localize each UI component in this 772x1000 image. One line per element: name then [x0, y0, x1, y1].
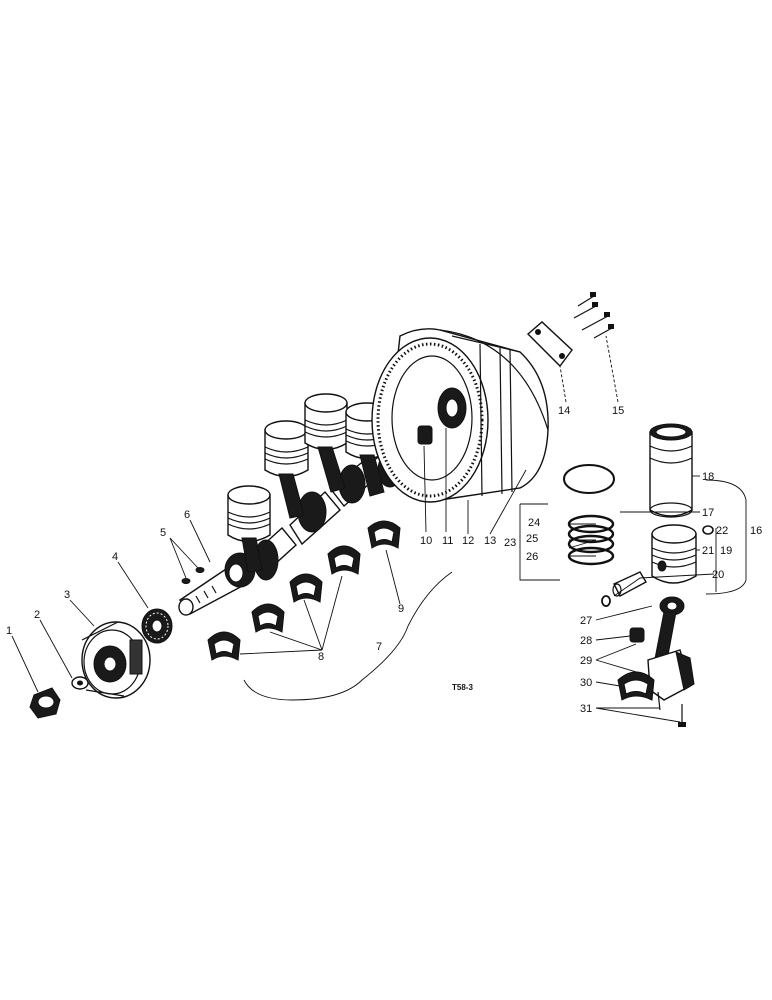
piston	[651, 524, 697, 584]
callout-17: 17	[702, 507, 714, 519]
piston-assembly-3	[304, 393, 348, 493]
callout-5: 5	[160, 527, 166, 539]
callout-15: 15	[612, 405, 624, 417]
connecting-rod	[647, 596, 695, 701]
callout-9: 9	[398, 603, 404, 615]
callout-22: 22	[716, 525, 728, 537]
callout-7: 7	[376, 641, 382, 653]
callout-21: 21	[702, 545, 714, 557]
callout-16: 16	[750, 525, 762, 537]
timing-gear	[141, 608, 173, 644]
flywheel	[371, 328, 549, 503]
callout-23: 23	[504, 537, 516, 549]
callout-19: 19	[720, 545, 732, 557]
piston-pin	[612, 571, 647, 597]
callout-2: 2	[34, 609, 40, 621]
callout-8: 8	[318, 651, 324, 663]
bearing-shell-1	[207, 631, 241, 661]
callout-3: 3	[64, 589, 70, 601]
callout-27: 27	[580, 615, 592, 627]
flywheel-bolts	[573, 292, 614, 339]
figure-code: T58-3	[452, 683, 473, 692]
callout-30: 30	[580, 677, 592, 689]
gasket-plate	[526, 321, 573, 368]
callout-24: 24	[528, 517, 540, 529]
callout-29: 29	[580, 655, 592, 667]
callout-6: 6	[184, 509, 190, 521]
connecting-rod-bolts	[657, 691, 686, 727]
callout-14: 14	[558, 405, 570, 417]
callout-20: 20	[712, 569, 724, 581]
callout-26: 26	[526, 551, 538, 563]
callout-28: 28	[580, 635, 592, 647]
callout-11: 11	[442, 535, 453, 547]
piston-assembly-1	[227, 485, 271, 573]
callout-13: 13	[484, 535, 496, 547]
piston-pin-circlip	[601, 595, 611, 607]
bearing-shell-4	[327, 545, 361, 575]
crankshaft-nut	[29, 687, 61, 719]
pilot-bearing	[417, 425, 433, 445]
woodruff-keys	[181, 567, 205, 584]
callout-4: 4	[112, 551, 118, 563]
bearing-shell-3	[289, 573, 323, 603]
callout-12: 12	[462, 535, 474, 547]
callout-labels: 1 2 3 4 5 6 7 8 9 10 11 12 13 14 15 16 1…	[6, 405, 762, 715]
callout-25: 25	[526, 533, 538, 545]
callout-18: 18	[702, 471, 714, 483]
piston-pin-retainer	[702, 525, 714, 535]
cylinder-sleeve	[649, 423, 693, 518]
callout-31: 31	[580, 703, 592, 715]
bearing-shell-2	[251, 603, 285, 633]
callout-1: 1	[6, 625, 12, 637]
piston-assembly-2	[264, 420, 309, 519]
connecting-rod-bearing	[617, 671, 655, 701]
small-end-bushing	[629, 627, 645, 643]
main-bearing-rear	[367, 520, 401, 549]
crankshaft-pulley	[81, 621, 151, 699]
sleeve-seal-ring	[563, 464, 615, 494]
washer	[71, 676, 89, 690]
leader-lines	[11, 335, 747, 723]
callout-10: 10	[420, 535, 432, 547]
